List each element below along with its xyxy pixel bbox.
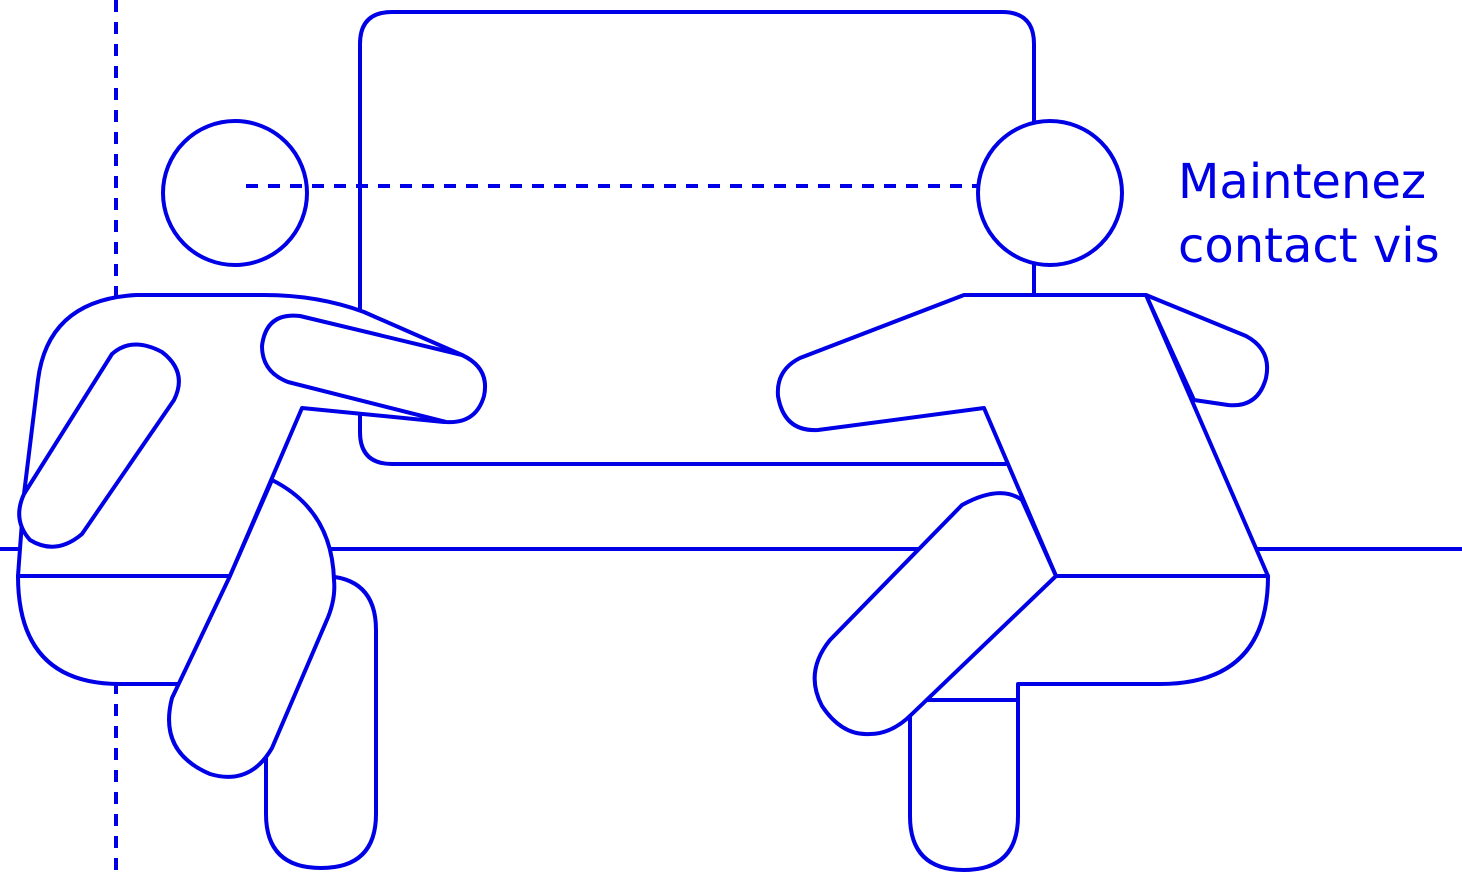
right-person-head xyxy=(978,121,1122,265)
caption-line-1: Maintenez xyxy=(1178,150,1440,214)
caption-line-2: contact vis xyxy=(1178,214,1440,278)
left-person-head xyxy=(163,121,307,265)
caption-text: Maintenez contact vis xyxy=(1178,150,1440,278)
